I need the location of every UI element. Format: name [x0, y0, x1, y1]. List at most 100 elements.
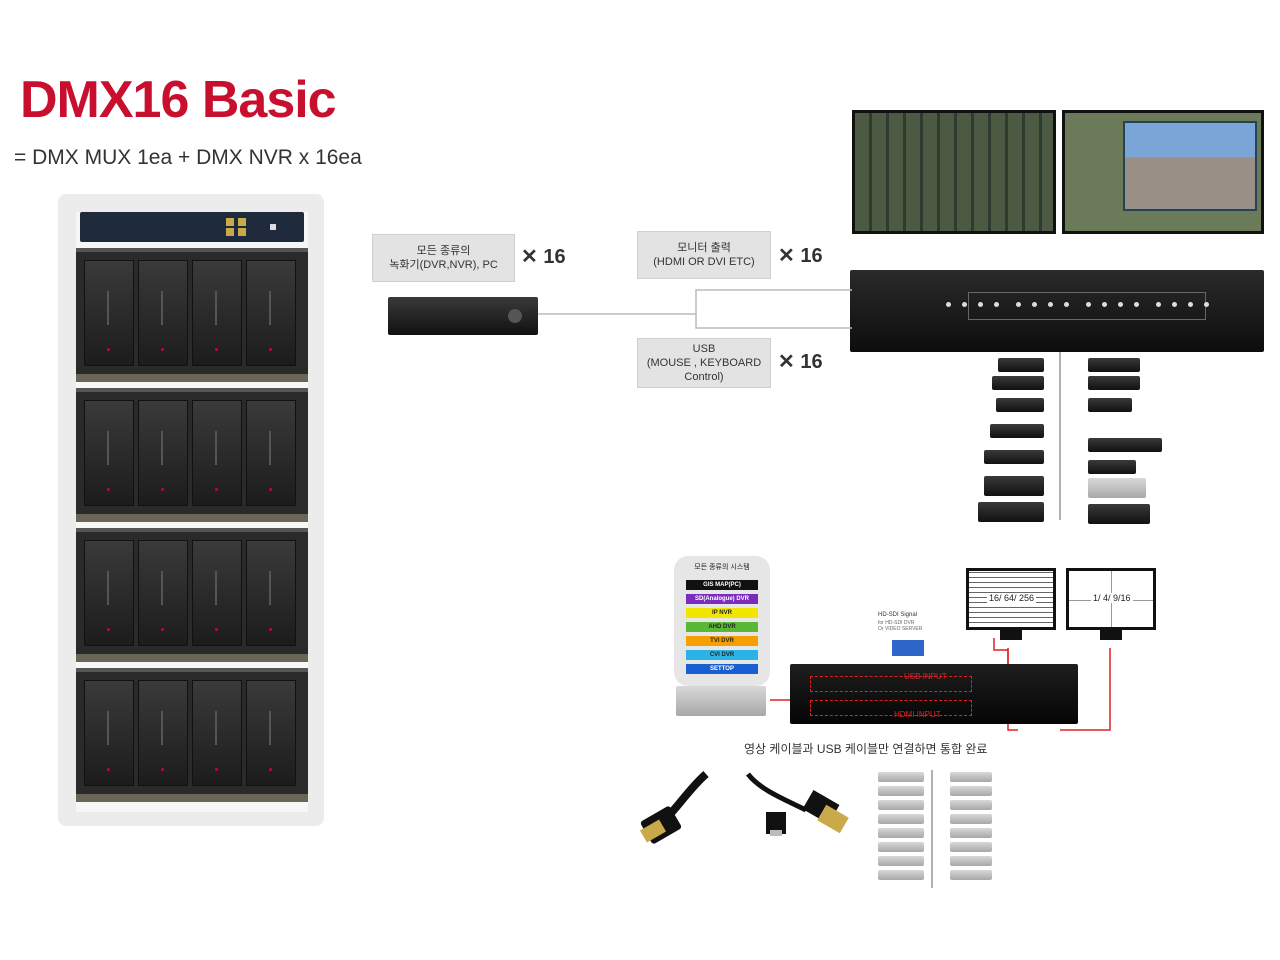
gray-device [950, 772, 992, 782]
gray-device [950, 786, 992, 796]
status-led [269, 768, 272, 771]
nvr-bay [192, 260, 242, 366]
status-led [215, 488, 218, 491]
mux-port [946, 302, 951, 307]
status-led [107, 488, 110, 491]
gray-device [878, 870, 924, 880]
system-item: SETTOP [686, 664, 758, 674]
system-item: AHD DVR [686, 622, 758, 632]
gray-device [878, 842, 924, 852]
recorder-device [1088, 504, 1150, 524]
nvr-bay [84, 680, 134, 786]
mux-port [1032, 302, 1037, 307]
status-led [215, 348, 218, 351]
recorder-device [1088, 460, 1136, 474]
nvr-bay [192, 680, 242, 786]
dmx-mux-device [850, 270, 1264, 352]
nvr-bay [138, 680, 188, 786]
mux-port [1204, 302, 1209, 307]
status-led [161, 768, 164, 771]
monitor-multi-stand [1000, 630, 1022, 640]
status-led [107, 628, 110, 631]
mux-port [978, 302, 983, 307]
system-item: SD(Analogue) DVR [686, 594, 758, 604]
recorder-device [1088, 478, 1146, 498]
page-title: DMX16 Basic [20, 71, 337, 129]
integration-caption: 영상 케이블과 USB 케이블만 연결하면 통합 완료 [744, 742, 988, 756]
monitor-multi: 16/ 64/ 256 [966, 568, 1056, 630]
monitor-output-label: 모니터 출력 (HDMI OR DVI ETC) [637, 231, 771, 279]
usb-label: USB (MOUSE , KEYBOARD Control) [637, 338, 771, 388]
nvr-bay [246, 680, 296, 786]
nvr-bay [84, 400, 134, 506]
mux-port [1188, 302, 1193, 307]
monitor-single-text: 1/ 4/ 9/16 [1091, 593, 1133, 603]
mux-port [1064, 302, 1069, 307]
gray-device [950, 870, 992, 880]
nvr-bay [246, 540, 296, 646]
nvr-bay [84, 540, 134, 646]
system-item: IP NVR [686, 608, 758, 618]
nvr-bay [246, 260, 296, 366]
recorder-device [984, 450, 1044, 464]
system-item: TVI DVR [686, 636, 758, 646]
recorder-device [992, 376, 1044, 390]
monitor-map-view [1062, 110, 1264, 234]
mux-port [1048, 302, 1053, 307]
mux-port [1118, 302, 1123, 307]
system-item: GIS MAP(PC) [686, 580, 758, 590]
monitor-output-multiplier: ✕ 16 [778, 245, 823, 267]
dmx-mux-rear-panel: USB INPUT HDMI INPUT [790, 664, 1078, 724]
nvr-bay [138, 400, 188, 506]
recorder-device [998, 358, 1044, 372]
usb-input-label: USB INPUT [904, 672, 947, 681]
nvr-bay [246, 400, 296, 506]
dmx-mux-unit [80, 212, 304, 242]
status-led [107, 348, 110, 351]
rack-tier [76, 668, 308, 802]
recorder-device [984, 476, 1044, 496]
rack-tier [76, 388, 308, 522]
gray-device [878, 800, 924, 810]
gray-device [950, 842, 992, 852]
monitor-single: 1/ 4/ 9/16 [1066, 568, 1156, 630]
recorders-label: 모든 종류의 녹화기(DVR,NVR), PC [372, 234, 515, 282]
gray-device [950, 800, 992, 810]
recorder-device [1088, 398, 1132, 412]
gray-device [878, 814, 924, 824]
status-led [269, 348, 272, 351]
monitor-multi-text: 16/ 64/ 256 [987, 593, 1037, 603]
gray-device [878, 786, 924, 796]
mux-port [1134, 302, 1139, 307]
monitor-grid-view [852, 110, 1056, 234]
nvr-bay [84, 260, 134, 366]
recorders-multiplier: ✕ 16 [521, 246, 566, 268]
gray-device [878, 772, 924, 782]
recorder-device [990, 424, 1044, 438]
mux-port [1016, 302, 1021, 307]
recorder-device [1088, 358, 1140, 372]
status-led [161, 628, 164, 631]
page-subtitle: = DMX MUX 1ea + DMX NVR x 16ea [14, 146, 362, 169]
hdmi-input-label: HDMI INPUT [894, 710, 941, 719]
status-led [269, 488, 272, 491]
gray-device [878, 856, 924, 866]
rack-tier [76, 248, 308, 382]
mux-port [1086, 302, 1091, 307]
recorder-device [1088, 438, 1162, 452]
cables [639, 771, 849, 844]
nvr-bay [192, 400, 242, 506]
dvr-device [388, 297, 538, 335]
status-led [161, 348, 164, 351]
nvr-bay [192, 540, 242, 646]
status-led [269, 628, 272, 631]
recorder-device [978, 502, 1044, 522]
recorder-device [1088, 376, 1140, 390]
gray-device [950, 828, 992, 838]
hdsdi-device [892, 640, 924, 656]
rack-tier [76, 528, 308, 662]
status-led [215, 768, 218, 771]
usb-multiplier: ✕ 16 [778, 351, 823, 373]
